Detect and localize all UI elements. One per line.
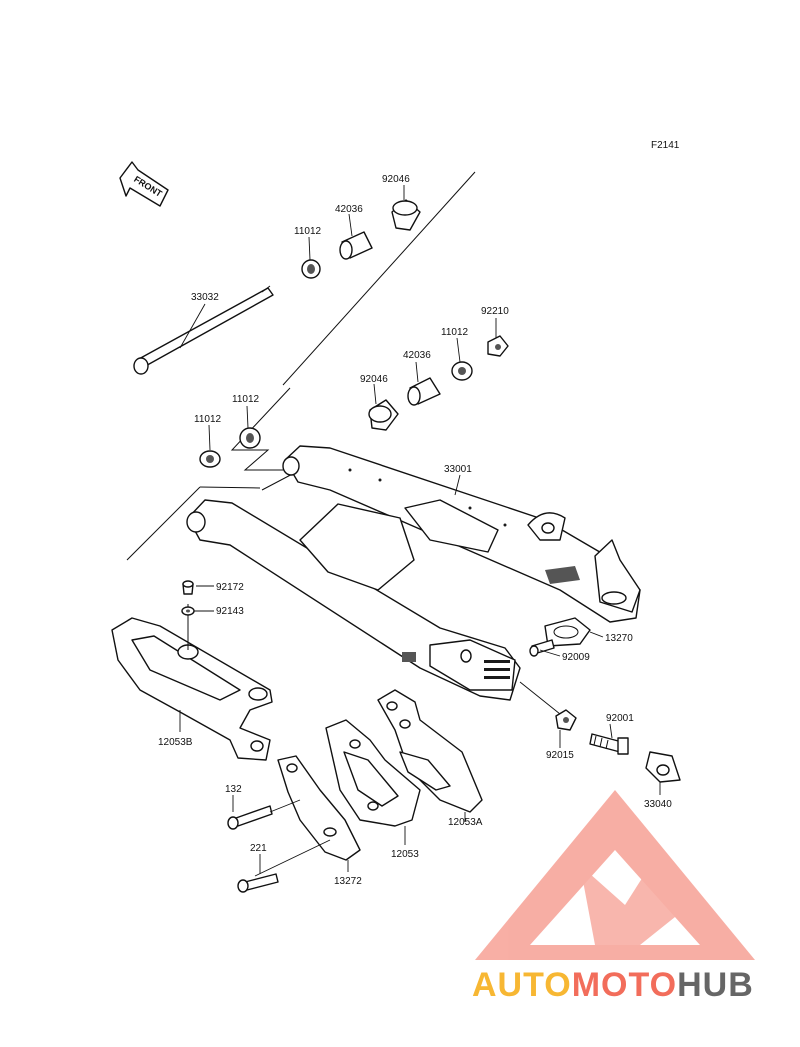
automotohub-logo bbox=[475, 790, 755, 960]
label-12053A: 12053A bbox=[448, 817, 483, 828]
label-11012-mid: 11012 bbox=[441, 327, 469, 338]
seal-11012-left1 bbox=[239, 427, 261, 449]
nut-92210 bbox=[487, 335, 509, 357]
bushing-92046-top bbox=[391, 199, 421, 231]
label-132: 132 bbox=[225, 784, 242, 795]
chain-guide-12053 bbox=[325, 719, 421, 827]
label-33040: 33040 bbox=[644, 799, 672, 810]
leader-lines bbox=[179, 185, 661, 877]
label-92046-top: 92046 bbox=[382, 174, 410, 185]
label-33032: 33032 bbox=[191, 292, 219, 303]
label-42036-mid: 42036 bbox=[403, 350, 431, 361]
label-92172: 92172 bbox=[216, 582, 244, 593]
label-11012-left1: 11012 bbox=[232, 394, 260, 405]
seal-11012-left2 bbox=[199, 450, 221, 468]
label-92009: 92009 bbox=[562, 652, 590, 663]
figure-code: F2141 bbox=[651, 140, 680, 151]
sleeve-42036-mid bbox=[407, 377, 441, 406]
label-13270: 13270 bbox=[605, 633, 633, 644]
label-92001: 92001 bbox=[606, 713, 634, 724]
block-33040 bbox=[645, 751, 681, 783]
label-221: 221 bbox=[250, 843, 267, 854]
guide-plate-13272 bbox=[277, 755, 361, 861]
label-12053: 12053 bbox=[391, 849, 419, 860]
watermark-auto: AUTO bbox=[472, 966, 572, 1004]
chain-guide-12053A bbox=[377, 689, 483, 813]
bolt-92009 bbox=[529, 639, 555, 657]
label-33001: 33001 bbox=[444, 464, 472, 475]
seal-11012-mid bbox=[451, 361, 473, 381]
pivot-shaft bbox=[133, 285, 274, 375]
label-92015: 92015 bbox=[546, 750, 574, 761]
bolt-221 bbox=[237, 873, 279, 893]
bolt-92172 bbox=[182, 580, 194, 595]
label-92143: 92143 bbox=[216, 606, 244, 617]
label-42036-top: 42036 bbox=[335, 204, 363, 215]
watermark-moto: MOTO bbox=[572, 966, 677, 1004]
bolt-92001 bbox=[589, 733, 629, 755]
nut-92015 bbox=[555, 709, 577, 731]
label-92046-mid: 92046 bbox=[360, 374, 388, 385]
label-13272: 13272 bbox=[334, 876, 362, 887]
swingarm bbox=[186, 445, 641, 701]
label-92210: 92210 bbox=[481, 306, 509, 317]
chain-guard-12053B bbox=[111, 604, 273, 761]
part-labels: 92046 42036 11012 33032 92210 11012 4203… bbox=[158, 174, 672, 887]
bolt-132 bbox=[227, 805, 273, 830]
bushing-92046-mid bbox=[368, 399, 399, 431]
seal-11012-top bbox=[301, 259, 321, 279]
watermark-text: AUTOMOTOHUB bbox=[472, 966, 754, 1004]
label-11012-left2: 11012 bbox=[194, 414, 222, 425]
label-11012-top: 11012 bbox=[294, 226, 322, 237]
front-arrow-icon: FRONT bbox=[119, 161, 169, 207]
sleeve-42036-top bbox=[339, 231, 373, 260]
label-12053B: 12053B bbox=[158, 737, 193, 748]
washer-92143 bbox=[181, 606, 195, 616]
watermark-hub: HUB bbox=[677, 966, 754, 1004]
